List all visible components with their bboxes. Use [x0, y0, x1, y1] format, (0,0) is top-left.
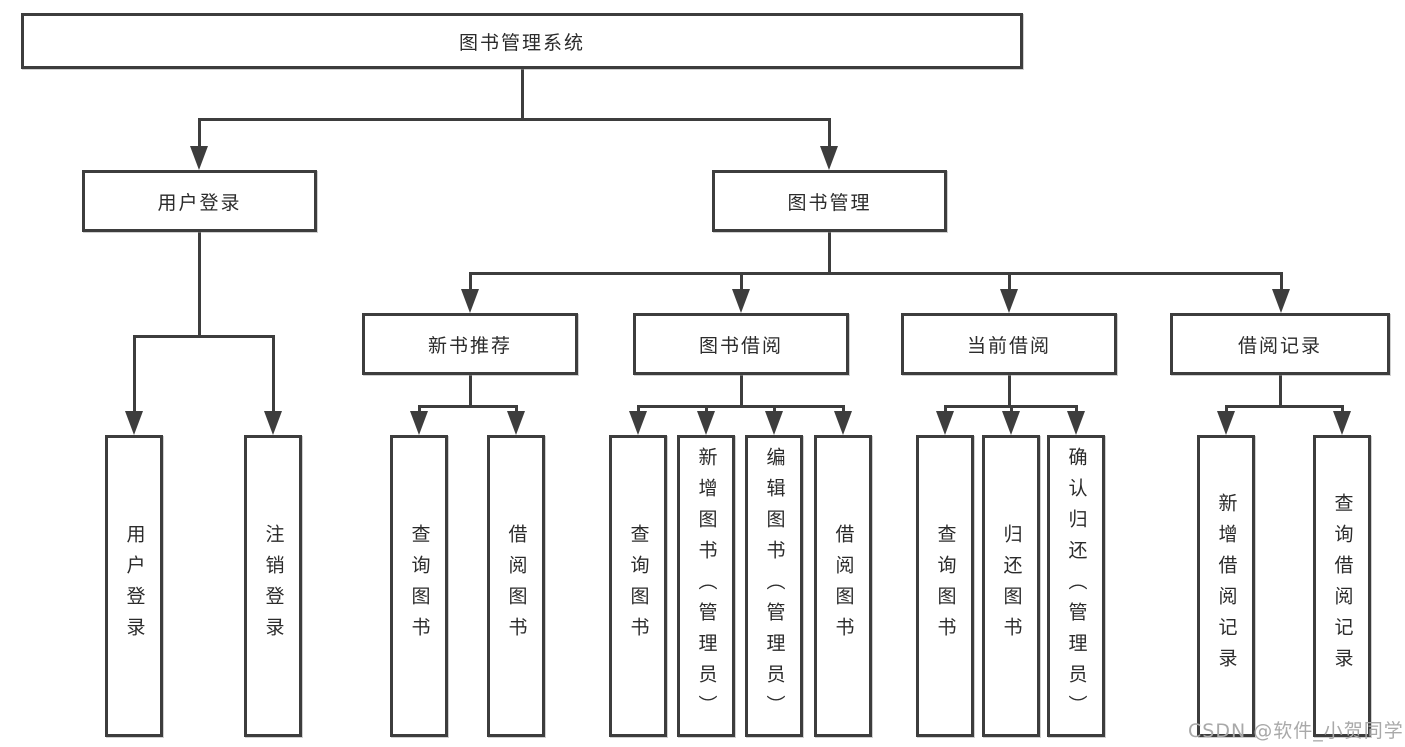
leaf-user-login-label: 用户登录 — [123, 524, 146, 648]
leaf-user-login: 用户登录 — [105, 435, 163, 737]
connector-leaf-drop — [133, 335, 136, 415]
arrow-down-icon — [507, 411, 525, 435]
arrow-down-icon — [820, 146, 838, 170]
connector-book-mgmt-drop — [828, 118, 831, 150]
connector-leaf-drop — [705, 405, 708, 415]
connector-root-stub — [521, 69, 524, 120]
leaf-borrow-query-label: 查询图书 — [627, 524, 650, 648]
arrow-down-icon — [264, 411, 282, 435]
leaf-borrow-borrow-label: 借阅图书 — [832, 524, 855, 648]
leaf-records-add: 新增借阅记录 — [1197, 435, 1255, 737]
connector-leaf-drop — [637, 405, 640, 415]
connector-new-book-stub — [469, 375, 472, 407]
connector-leaf-drop — [944, 405, 947, 415]
node-book-mgmt-label: 图书管理 — [787, 191, 872, 214]
leaf-records-query: 查询借阅记录 — [1313, 435, 1371, 737]
connector-book-mgmt-stub — [828, 232, 831, 274]
arrow-down-icon — [1333, 411, 1351, 435]
arrow-down-icon — [1002, 411, 1020, 435]
connector-level3-drop — [740, 272, 743, 292]
connector-book-borrow-stub — [740, 375, 743, 407]
leaf-current-return-label: 归还图书 — [1000, 524, 1023, 648]
arrow-down-icon — [1217, 411, 1235, 435]
connector-leaf-drop — [773, 405, 776, 415]
arrow-down-icon — [936, 411, 954, 435]
node-book-borrow: 图书借阅 — [633, 313, 849, 375]
node-current-borrow: 当前借阅 — [901, 313, 1117, 375]
arrow-down-icon — [461, 289, 479, 313]
node-root-label: 图书管理系统 — [458, 31, 585, 54]
connector-leaf-drop — [418, 405, 421, 415]
arrow-down-icon — [732, 289, 750, 313]
arrow-down-icon — [765, 411, 783, 435]
leaf-current-confirm-admin: 确认归还（管理员） — [1047, 435, 1105, 737]
connector-level2-rail — [198, 118, 831, 121]
node-new-book-label: 新书推荐 — [427, 334, 512, 357]
node-borrow-records: 借阅记录 — [1170, 313, 1390, 375]
connector-leaf-drop — [1341, 405, 1344, 415]
leaf-logout-label: 注销登录 — [262, 524, 285, 648]
node-book-borrow-label: 图书借阅 — [698, 334, 783, 357]
leaf-records-add-label: 新增借阅记录 — [1215, 493, 1238, 679]
connector-user-login-rail — [133, 335, 275, 338]
leaf-borrow-add-admin: 新增图书（管理员） — [677, 435, 735, 737]
connector-borrow-records-stub — [1279, 375, 1282, 407]
arrow-down-icon — [697, 411, 715, 435]
arrow-down-icon — [410, 411, 428, 435]
node-root: 图书管理系统 — [21, 13, 1023, 69]
leaf-borrow-edit-admin-label: 编辑图书（管理员） — [763, 446, 786, 726]
connector-user-login-drop — [198, 118, 201, 150]
leaf-current-return: 归还图书 — [982, 435, 1040, 737]
arrow-down-icon — [629, 411, 647, 435]
connector-level3-drop — [1008, 272, 1011, 292]
arrow-down-icon — [1067, 411, 1085, 435]
leaf-borrow-add-admin-label: 新增图书（管理员） — [695, 446, 718, 726]
connector-new-book-rail — [418, 405, 518, 408]
leaf-records-query-label: 查询借阅记录 — [1331, 493, 1354, 679]
node-borrow-records-label: 借阅记录 — [1237, 334, 1322, 357]
connector-leaf-drop — [1225, 405, 1228, 415]
connector-level3-drop — [469, 272, 472, 292]
arrow-down-icon — [1272, 289, 1290, 313]
arrow-down-icon — [190, 146, 208, 170]
node-new-book: 新书推荐 — [362, 313, 578, 375]
leaf-newbook-borrow-label: 借阅图书 — [505, 524, 528, 648]
csdn-watermark: CSDN @软件_小贺同学 — [1188, 720, 1404, 742]
connector-current-borrow-stub — [1008, 375, 1011, 407]
arrow-down-icon — [1000, 289, 1018, 313]
leaf-newbook-query: 查询图书 — [390, 435, 448, 737]
connector-user-login-stub — [198, 232, 201, 337]
leaf-current-query: 查询图书 — [916, 435, 974, 737]
connector-leaf-drop — [1075, 405, 1078, 415]
leaf-current-confirm-admin-label: 确认归还（管理员） — [1065, 446, 1088, 726]
leaf-newbook-query-label: 查询图书 — [408, 524, 431, 648]
leaf-current-query-label: 查询图书 — [934, 524, 957, 648]
connector-leaf-drop — [272, 335, 275, 415]
node-book-mgmt: 图书管理 — [712, 170, 947, 232]
node-user-login-label: 用户登录 — [157, 191, 242, 214]
arrow-down-icon — [834, 411, 852, 435]
leaf-newbook-borrow: 借阅图书 — [487, 435, 545, 737]
leaf-borrow-borrow: 借阅图书 — [814, 435, 872, 737]
connector-leaf-drop — [1010, 405, 1013, 415]
leaf-borrow-edit-admin: 编辑图书（管理员） — [745, 435, 803, 737]
connector-borrow-records-rail — [1225, 405, 1344, 408]
connector-leaf-drop — [515, 405, 518, 415]
arrow-down-icon — [125, 411, 143, 435]
connector-level3-rail — [469, 272, 1283, 275]
connector-book-borrow-rail — [637, 405, 845, 408]
connector-leaf-drop — [842, 405, 845, 415]
connector-level3-drop — [1280, 272, 1283, 292]
leaf-logout: 注销登录 — [244, 435, 302, 737]
node-current-borrow-label: 当前借阅 — [966, 334, 1051, 357]
node-user-login: 用户登录 — [82, 170, 317, 232]
leaf-borrow-query: 查询图书 — [609, 435, 667, 737]
